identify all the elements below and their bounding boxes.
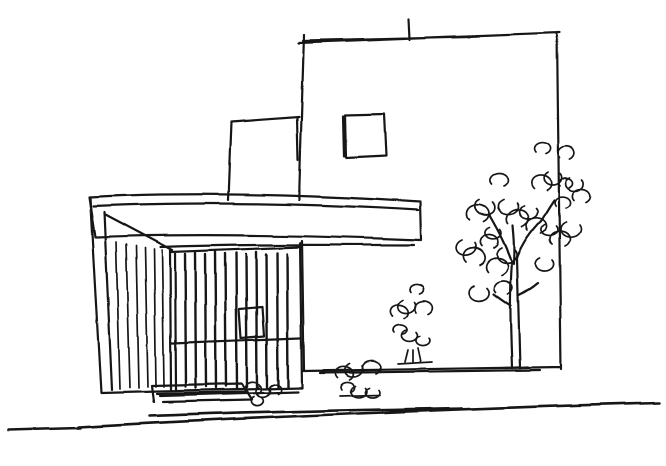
- main-building-volume: [296, 18, 563, 375]
- side-wall-hatching: [115, 241, 165, 390]
- steps-lines: [150, 382, 254, 404]
- center-shrub: [335, 360, 382, 399]
- small-shrub-loops: [389, 283, 434, 365]
- gate-slats: [183, 250, 290, 390]
- small-shrub: [389, 283, 434, 365]
- scrub-loops: [244, 381, 283, 407]
- gate-dark-panel: [237, 305, 266, 340]
- building-outline: [296, 18, 563, 375]
- tree-trunk: [488, 198, 556, 370]
- foliage-lobe-upper: [518, 141, 592, 272]
- canopy-outline: [87, 193, 423, 249]
- ink-layer: [6, 18, 662, 432]
- ground-strokes: [6, 401, 662, 432]
- steps-scrub: [244, 381, 283, 407]
- carport-outline: [88, 195, 304, 398]
- ground-line: [6, 401, 662, 432]
- entry-canopy: [87, 193, 423, 249]
- dark-panel: [237, 305, 266, 340]
- tree-foliage: [455, 141, 592, 302]
- carport-structure: [88, 195, 304, 398]
- slatted-gate: [183, 250, 290, 390]
- left-projecting-volume: [226, 115, 301, 202]
- window-outline: [341, 112, 388, 159]
- trunk-lines: [488, 198, 556, 370]
- center-shrub-loops: [335, 360, 382, 399]
- front-steps: [150, 382, 254, 404]
- upper-window: [341, 112, 388, 159]
- box-outline: [226, 115, 301, 202]
- foliage-lobe-lower: [455, 172, 530, 302]
- hatch-lines: [115, 241, 165, 390]
